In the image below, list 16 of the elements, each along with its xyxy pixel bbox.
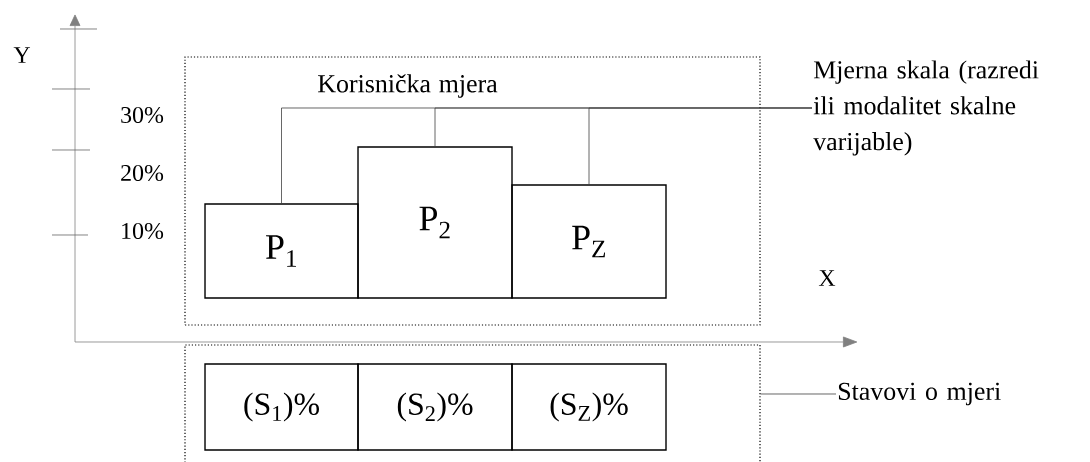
bar: P$_{2}$	[357, 146, 513, 299]
table-cell: (S$_{Z}$)%	[511, 363, 667, 451]
axis-label: Y	[13, 47, 31, 63]
tick-label: 30%	[121, 106, 164, 124]
bar: P$_{1}$	[204, 203, 359, 299]
bar: P$_{Z}$	[511, 184, 667, 299]
table-cell: (S$_{1}$)%	[204, 363, 359, 451]
tick-label: 20%	[121, 164, 164, 182]
leader-line	[588, 107, 813, 185]
axis-label: X	[818, 270, 836, 286]
table-cell: (S$_{2}$)%	[357, 363, 513, 451]
dotted-frame	[184, 344, 761, 462]
tick-label: 10%	[122, 222, 164, 240]
text-label: Stavovi o mjeri	[838, 382, 1001, 406]
text-label: Mjerna skala (razredi ili modalitet skalne varijable)	[813, 60, 1039, 156]
leader-line	[760, 393, 837, 395]
